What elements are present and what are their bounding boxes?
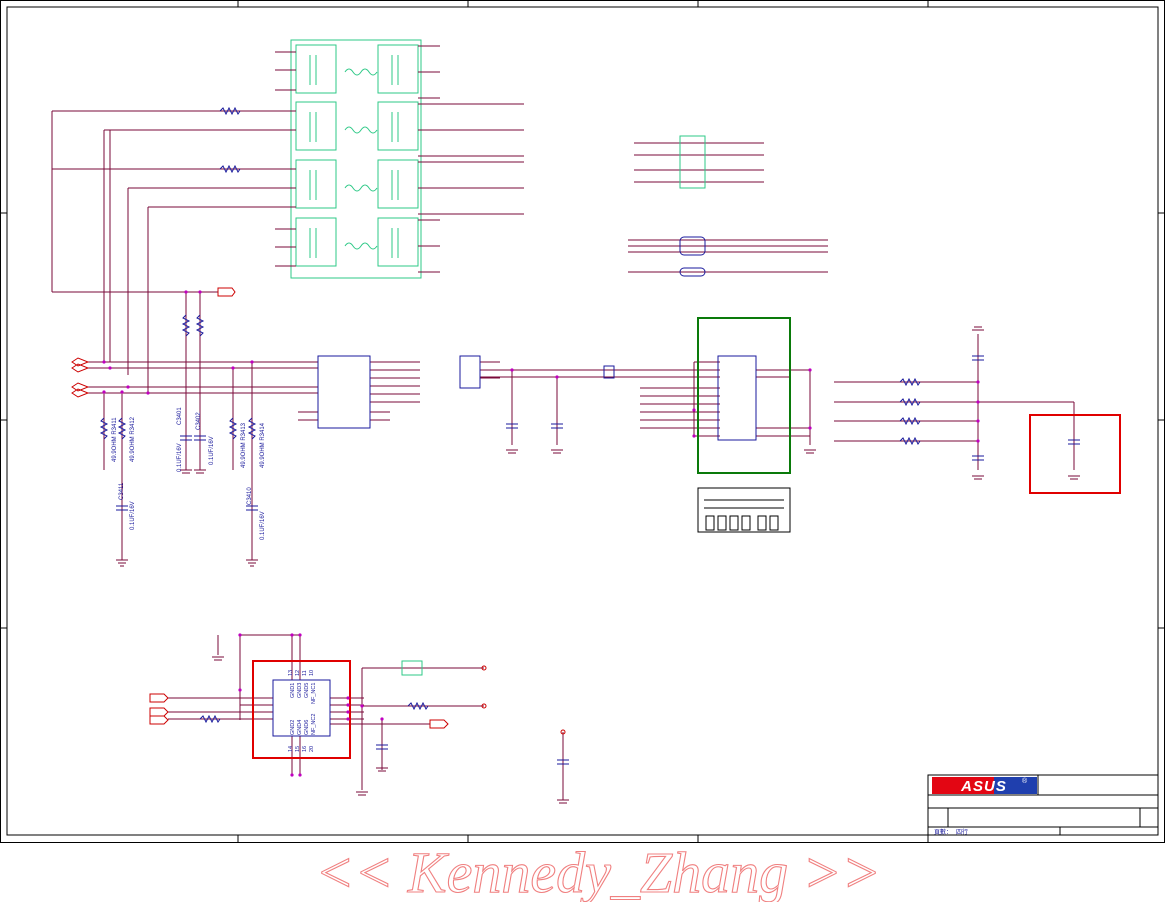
- ground-symbols: [116, 326, 1080, 804]
- ic-pin-14: 14: [288, 746, 294, 752]
- wires: [51, 45, 1075, 800]
- asus-logo-blue: [994, 777, 1037, 794]
- ic-pin-gnd6: GND6: [304, 720, 310, 735]
- junction-dots: [102, 290, 980, 777]
- ic-pin-13: 13: [288, 670, 294, 676]
- asus-logo-red: [932, 777, 994, 794]
- c3401-value: 0.1UF/16V: [177, 443, 183, 472]
- c3411-value: 0.1UF/16V: [130, 501, 136, 530]
- c3411-label: C3411: [119, 482, 125, 500]
- lan-magnetics-module: [290, 39, 422, 279]
- ic-pin-20: 20: [309, 746, 315, 752]
- c3410-value: 0.1UF/16V: [260, 511, 266, 540]
- registered-mark: ®: [1022, 777, 1028, 785]
- c3401-label: C3401: [177, 407, 183, 425]
- ic-pin-11: 11: [302, 670, 308, 676]
- title-block: ASUS ® 頁數： 四行: [927, 774, 1159, 836]
- passive-components: [99, 106, 1080, 765]
- ic-pin-gnd1: GND1: [290, 683, 296, 698]
- ic-pin-nfnc1: NF_NC1: [311, 683, 317, 704]
- r3413-label: 49.9OHM R3413: [241, 422, 247, 468]
- highlight-box-red-bottom: [252, 660, 351, 759]
- c3410-label: C3410: [247, 487, 253, 505]
- ic-pin-gnd2: GND2: [290, 720, 296, 735]
- ic-pin-nfnc2: NF_NC2: [311, 714, 317, 735]
- ic-pin-12: 12: [295, 670, 301, 676]
- r3412-label: 49.9OHM R3412: [130, 416, 136, 462]
- ic-pin-gnd3: GND3: [297, 683, 303, 698]
- ic-pin-16: 16: [302, 746, 308, 752]
- asus-logo-text: ASUS: [960, 778, 1007, 795]
- c3402-value: 0.1UF/16V: [209, 436, 215, 465]
- ic-pin-gnd4: GND4: [297, 720, 303, 735]
- footer-value: 四行: [956, 828, 968, 836]
- sheet-frame: [0, 0, 1165, 843]
- watermark-text: << Kennedy_Zhang >>: [315, 840, 881, 902]
- connector-footprint: [697, 487, 791, 533]
- r3414-label: 49.9OHM R3414: [260, 422, 266, 468]
- c3402-label: C3402: [196, 412, 202, 430]
- ic-pin-10: 10: [309, 670, 315, 676]
- highlight-box-green: [697, 317, 791, 474]
- ic-pin-gnd5: GND5: [304, 683, 310, 698]
- ic-pin-15: 15: [295, 746, 301, 752]
- off-page-connectors: [71, 287, 566, 735]
- footer-label: 頁數：: [934, 828, 952, 836]
- r3411-label: 49.9OHM R3411: [112, 417, 118, 462]
- highlight-box-red-right: [1029, 414, 1121, 494]
